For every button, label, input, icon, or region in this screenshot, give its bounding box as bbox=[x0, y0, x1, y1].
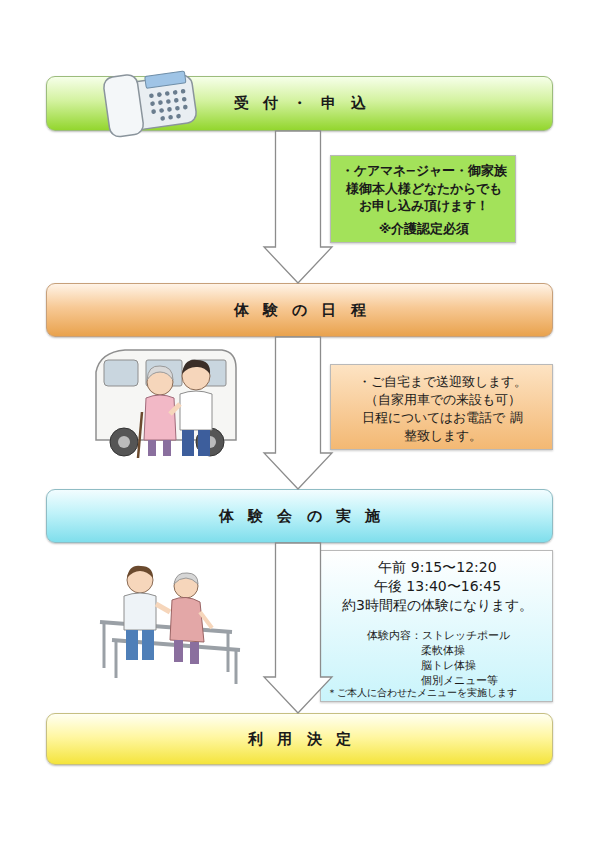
note-box: ・ケアマネ−ジャー・御家族 様御本人様どなたからでも お申し込み頂けます！ ※介護… bbox=[330, 155, 516, 243]
illustration-shape bbox=[174, 574, 198, 598]
note-text: 脳トレ体操 bbox=[421, 658, 541, 672]
note-text: ・ケアマネ−ジャー・御家族 様御本人様どなたからでも お申し込み頂けます！ bbox=[338, 162, 510, 215]
illustration-shape bbox=[227, 632, 230, 672]
illustration-shape bbox=[180, 391, 212, 430]
illustration-shape bbox=[118, 436, 130, 448]
note-text: 約3時間程の体験になります。 bbox=[321, 596, 554, 615]
illustration-shape bbox=[149, 93, 154, 98]
note-text: 個別メニュー等 bbox=[421, 673, 541, 687]
illustration-shape bbox=[235, 650, 238, 684]
illustration-shape bbox=[182, 97, 187, 102]
parallel-bars bbox=[100, 622, 240, 684]
illustration-shape bbox=[204, 436, 216, 448]
illustration-shape bbox=[198, 430, 210, 456]
illustration-shape bbox=[151, 109, 156, 114]
illustration-shape bbox=[200, 612, 212, 628]
illustration-shape bbox=[159, 108, 164, 113]
illustration-shape bbox=[144, 395, 176, 440]
illustration-shape bbox=[174, 573, 198, 584]
illustration-shape bbox=[157, 92, 162, 97]
illustration-shape bbox=[147, 366, 173, 380]
illustration-shape bbox=[149, 89, 189, 122]
illustration-shape bbox=[110, 74, 198, 133]
illustration-shape bbox=[138, 412, 142, 458]
step-label: 利用決定 bbox=[248, 730, 365, 749]
illustration-shape bbox=[142, 630, 154, 660]
illustration-shape bbox=[176, 114, 181, 119]
caregiver-person bbox=[170, 360, 212, 456]
illustration-shape bbox=[183, 105, 188, 110]
illustration-shape bbox=[158, 100, 163, 105]
illustration-shape bbox=[145, 71, 186, 88]
illustration-shape bbox=[148, 440, 156, 456]
illustration-shape bbox=[126, 630, 138, 660]
illustration-shape bbox=[112, 640, 240, 650]
van-illustration bbox=[96, 350, 236, 456]
note-text: ＊ご本人に合わせたメニューを実施します bbox=[327, 687, 552, 700]
illustration-shape bbox=[190, 642, 199, 664]
note-text: 柔軟体操 bbox=[421, 643, 541, 657]
illustration-shape bbox=[182, 362, 210, 390]
illustration-shape bbox=[181, 89, 186, 94]
block-arrow bbox=[264, 131, 332, 283]
illustration-shape bbox=[115, 640, 118, 678]
elderly-person bbox=[138, 366, 176, 458]
illustration-shape bbox=[124, 593, 156, 630]
note-text: 午後 13:40〜16:45 bbox=[321, 577, 554, 596]
illustration-shape bbox=[127, 567, 153, 593]
illustration-shape bbox=[175, 106, 180, 111]
illustration-shape bbox=[96, 350, 236, 440]
step-band: 体験会の実施 bbox=[46, 489, 553, 543]
illustration-shape bbox=[170, 404, 180, 414]
illustration-shape bbox=[163, 440, 171, 456]
elderly-walker bbox=[170, 573, 212, 664]
illustration-shape bbox=[103, 74, 145, 138]
step-label: 体験会の実施 bbox=[219, 507, 395, 526]
illustration-shape bbox=[103, 622, 106, 668]
illustration-shape bbox=[170, 597, 204, 642]
step-band: 体験の日程 bbox=[46, 283, 553, 337]
note-text: ・ご自宅まで送迎致します。 bbox=[331, 373, 554, 391]
illustration-shape bbox=[190, 360, 226, 386]
step-label: 受付・申込 bbox=[234, 94, 380, 113]
illustration-shape bbox=[166, 99, 171, 104]
trainer-person bbox=[124, 566, 170, 660]
note-box: 午前 9:15〜12:20午後 13:40〜16:45約3時間程の体験になります… bbox=[320, 550, 553, 702]
note-text: （自家用車での来設も可） bbox=[331, 391, 554, 409]
block-arrow bbox=[264, 337, 332, 489]
telephone-illustration bbox=[103, 66, 198, 138]
illustration-shape bbox=[165, 91, 170, 96]
illustration-shape bbox=[104, 360, 138, 386]
illustration-shape bbox=[174, 98, 179, 103]
illustration-shape bbox=[150, 101, 155, 106]
illustration-shape bbox=[156, 604, 170, 612]
illustration-shape bbox=[160, 116, 165, 121]
illustration-shape bbox=[167, 107, 172, 112]
illustration-shape bbox=[173, 90, 178, 95]
illustration-shape bbox=[100, 622, 232, 632]
note-text: 午前 9:15〜12:20 bbox=[321, 558, 554, 577]
note-text: 体験内容：ストレッチポール bbox=[367, 628, 547, 642]
note-text: 日程についてはお電話で 調整致します。 bbox=[362, 409, 523, 444]
step-label: 体験の日程 bbox=[234, 301, 380, 320]
illustration-shape bbox=[196, 428, 224, 456]
note-text: ※介護認定必須 bbox=[331, 220, 517, 238]
illustration-shape bbox=[127, 566, 153, 578]
illustration-shape bbox=[146, 360, 182, 386]
illustration-shape bbox=[182, 430, 194, 456]
illustration-shape bbox=[182, 360, 210, 374]
illustration-shape bbox=[174, 640, 183, 662]
block-arrow bbox=[264, 543, 332, 713]
step-band: 受付・申込 bbox=[46, 76, 553, 131]
note-box: ・ご自宅まで送迎致します。（自家用車での来設も可）日程についてはお電話で 調整致… bbox=[330, 364, 553, 450]
illustration-shape bbox=[110, 428, 138, 456]
illustration-shape bbox=[147, 369, 173, 395]
illustration-shape bbox=[168, 115, 173, 120]
step-band: 利用決定 bbox=[46, 713, 553, 765]
